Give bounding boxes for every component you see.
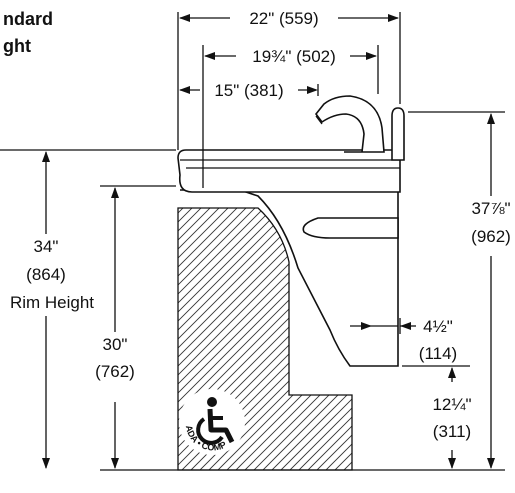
faucet xyxy=(314,95,385,153)
knee-height-in: 30" xyxy=(103,335,128,354)
faucet-reach-label: 15" (381) xyxy=(214,81,283,100)
dim-knee-height: 30" (762) xyxy=(95,187,135,469)
sink-body xyxy=(177,107,405,367)
dim-overall-width: 22" (559) xyxy=(179,9,399,28)
rim-height-in: 34" xyxy=(34,237,59,256)
heading-line-2: ght xyxy=(3,36,31,56)
heading-line-1: ndard xyxy=(3,9,53,29)
wheelchair-icon xyxy=(196,397,235,445)
overall-height-mm: (962) xyxy=(471,227,511,246)
dim-clearance: 12¼" (311) xyxy=(432,367,472,469)
clearance-mm: (311) xyxy=(433,422,471,441)
rim-height-mm: (864) xyxy=(26,265,66,284)
dim-bowl-depth: 4½" (114) xyxy=(350,317,457,363)
overall-width-label: 22" (559) xyxy=(249,9,318,28)
clearance-in: 12¼" xyxy=(432,395,471,414)
extension-lines xyxy=(0,12,505,367)
knee-height-mm: (762) xyxy=(95,362,135,381)
rim-height-caption: Rim Height xyxy=(10,293,94,312)
dim-overall-height: 37⅞" (962) xyxy=(471,113,511,469)
bowl-depth-in: 4½" xyxy=(423,317,453,336)
ada-badge: ADA • COMPLIANT xyxy=(179,389,245,455)
overall-height-in: 37⅞" xyxy=(471,199,510,218)
basin-width-label: 19¾" (502) xyxy=(252,47,336,66)
dim-basin-width: 19¾" (502) xyxy=(204,47,377,66)
bowl-depth-mm: (114) xyxy=(419,344,457,363)
dim-rim-height: 34" (864) Rim Height xyxy=(10,151,94,469)
dim-faucet-reach: 15" (381) xyxy=(179,81,319,100)
